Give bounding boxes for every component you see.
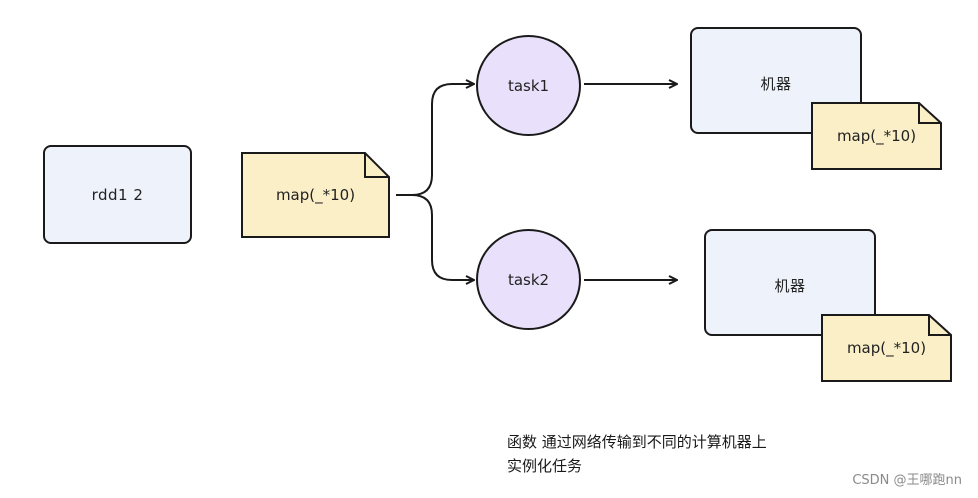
watermark: CSDN @王哪跑nn [852, 473, 962, 488]
function-note: map(_*10) [241, 152, 390, 238]
machine1-label: 机器 [760, 75, 792, 93]
task1-label: task1 [507, 76, 550, 95]
function-note-label: map(_*10) [275, 186, 356, 204]
task2-node: task2 [476, 229, 581, 330]
rdd-box: rdd1 2 [43, 145, 192, 244]
machine2-label: 机器 [774, 277, 806, 295]
task1-node: task1 [476, 35, 581, 136]
machine1-note-label: map(_*10) [836, 127, 917, 145]
rdd-box-label: rdd1 2 [91, 185, 144, 204]
caption: 函数 通过网络传输到不同的计算机器上 实例化任务 [507, 430, 767, 478]
edge-function-to-task2 [411, 194, 474, 280]
caption-line-1: 函数 通过网络传输到不同的计算机器上 [507, 433, 767, 451]
task2-label: task2 [507, 270, 550, 289]
machine1-note: map(_*10) [811, 102, 942, 170]
edge-function-to-task1 [396, 84, 474, 196]
caption-line-2: 实例化任务 [507, 457, 583, 475]
machine2-note: map(_*10) [821, 314, 952, 382]
machine2-note-label: map(_*10) [846, 339, 927, 357]
